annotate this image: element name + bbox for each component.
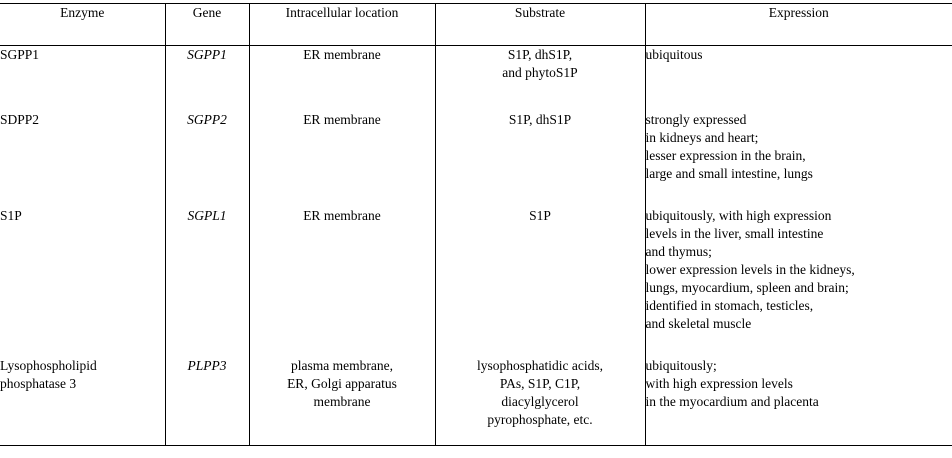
cell-text-line: SGPP1 (0, 47, 40, 62)
cell-text-line: SGPL1 (187, 208, 227, 223)
cell-text-line: SGPP1 (187, 47, 227, 62)
cell-text-line: lysophosphatidic acids, (477, 358, 603, 373)
column-header-substrate: Substrate (434, 3, 645, 46)
cell-text-line: strongly expressed (645, 112, 747, 127)
cell-text-line: phosphatase 3 (0, 375, 77, 391)
cell-text-line: ER membrane (303, 47, 381, 62)
cell-text-line: ubiquitously; (645, 358, 717, 373)
cell-text-line: membrane (313, 393, 371, 409)
cell-text-line: S1P, dhS1P, (507, 47, 573, 62)
table-header: Enzyme Gene Intracellular location Subst… (0, 3, 952, 46)
column-header-enzyme: Enzyme (60, 5, 105, 20)
table-row: SGPP1 SGPP1 ER membrane S1P, dhS1P, and p… (0, 45, 952, 112)
cell-text-line: plasma membrane, (291, 358, 393, 373)
cell-text-line: PLPP3 (187, 358, 227, 373)
cell-text-line: in the myocardium and placenta (645, 393, 819, 409)
cell-text-line: S1P, dhS1P (508, 112, 572, 127)
column-header-expression: Expression (644, 3, 952, 46)
cell-text-line: and phytoS1P (502, 64, 578, 80)
cell-text-line: S1P (0, 208, 22, 223)
cell-text-line: lesser expression in the brain, (645, 147, 806, 163)
table-row: Lysophospholipid phosphatase 3 PLPP3 plas… (0, 357, 952, 446)
cell-text-line: and thymus; (645, 243, 712, 259)
cell-text-line: SDPP2 (0, 112, 40, 127)
table-row: SDPP2 SGPP2 ER membrane S1P, dhS1P stron… (0, 111, 952, 207)
cell-enzyme: S1P (0, 207, 165, 357)
cell-location: ER membrane (248, 207, 435, 357)
cell-text-line: levels in the liver, small intestine (645, 225, 824, 241)
cell-text-line: SGPP2 (187, 112, 227, 127)
cell-text-line: with high expression levels (645, 375, 793, 391)
cell-text-line: lower expression levels in the kidneys, (645, 261, 855, 277)
cell-text-line: ER membrane (303, 208, 381, 223)
cell-location: ER membrane (248, 45, 435, 111)
cell-expression: ubiquitously, with high expression levels… (644, 207, 952, 357)
cell-text-line: and skeletal muscle (645, 315, 752, 331)
cell-expression: strongly expressed in kidneys and heart; l… (644, 111, 952, 207)
cell-text-line: large and small intestine, lungs (645, 165, 813, 181)
cell-location: plasma membrane, ER, Golgi apparatus membr… (248, 357, 435, 446)
cell-text-line: identified in stomach, testicles, (645, 297, 814, 313)
cell-text-line: S1P (529, 208, 551, 223)
cell-substrate: S1P, dhS1P (434, 111, 645, 207)
column-header-location: Intracellular location (248, 3, 435, 46)
table-body: SGPP1 SGPP1 ER membrane S1P, dhS1P, and p… (0, 45, 952, 446)
cell-substrate: S1P, dhS1P, and phytoS1P (434, 45, 645, 111)
cell-text-line: ubiquitously, with high expression (645, 208, 832, 223)
table-row: S1P SGPL1 ER membrane S1P ubiquitously, … (0, 207, 952, 357)
enzyme-properties-table: Enzyme Gene Intracellular location Subst… (0, 3, 952, 446)
cell-text-line: ubiquitous (645, 47, 703, 62)
cell-text-line: ER, Golgi apparatus (287, 375, 397, 391)
cell-text-line: in kidneys and heart; (645, 129, 759, 145)
cell-text-line: ER membrane (303, 112, 381, 127)
cell-enzyme: Lysophospholipid phosphatase 3 (0, 357, 165, 446)
cell-substrate: lysophosphatidic acids, PAs, S1P, C1P, dia… (434, 357, 645, 446)
cell-text-line: lungs, myocardium, spleen and brain; (645, 279, 849, 295)
cell-expression: ubiquitous (644, 45, 952, 111)
cell-text-line: Lysophospholipid (0, 358, 97, 373)
table-header-row: Enzyme Gene Intracellular location Subst… (0, 3, 952, 46)
cell-gene: SGPL1 (164, 207, 249, 357)
cell-text-line: diacylglycerol (501, 393, 579, 409)
cell-enzyme: SDPP2 (0, 111, 165, 207)
column-header-gene: Gene (164, 3, 249, 46)
cell-gene: SGPP1 (164, 45, 249, 111)
cell-location: ER membrane (248, 111, 435, 207)
cell-expression: ubiquitously; with high expression levels… (644, 357, 952, 446)
cell-gene: PLPP3 (164, 357, 249, 446)
cell-text-line: pyrophosphate, etc. (487, 411, 593, 427)
cell-text-line: PAs, S1P, C1P, (499, 375, 581, 391)
cell-gene: SGPP2 (164, 111, 249, 207)
cell-substrate: S1P (434, 207, 645, 357)
cell-enzyme: SGPP1 (0, 46, 165, 112)
